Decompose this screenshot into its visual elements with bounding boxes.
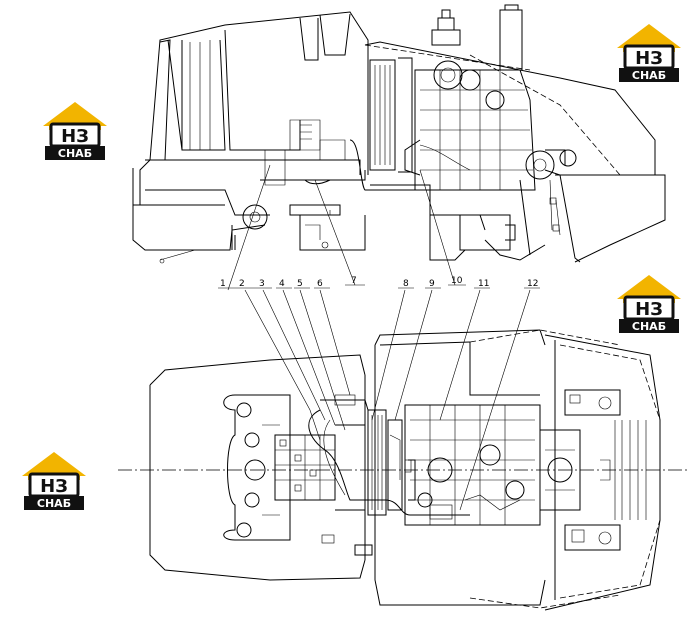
callout-labels: 1 2 3 4 5 6 7 8 9 10 11 12 [220, 276, 538, 289]
top-view [118, 329, 690, 611]
engine-top [404, 404, 581, 526]
callout-8: 8 [403, 279, 409, 289]
callout-9: 9 [429, 279, 435, 289]
callout-6: 6 [317, 279, 323, 289]
mid-frame-top [335, 329, 546, 606]
callout-leaders [218, 164, 540, 511]
callout-10: 10 [451, 276, 463, 286]
logo-word: СНАБ [632, 69, 666, 82]
callout-12: 12 [527, 279, 538, 289]
logo-word: СНАБ [632, 320, 666, 333]
callout-7: 7 [351, 276, 357, 286]
wiring-harness-side [260, 119, 471, 249]
callout-11: 11 [478, 279, 489, 289]
cab-outline [139, 11, 369, 205]
exhaust-stack [499, 4, 523, 71]
logo-letters: НЗ [61, 126, 89, 147]
watermark-logo-mid-right: НЗ СНАБ [615, 273, 683, 335]
callout-5: 5 [297, 279, 303, 289]
watermark-logo-left-bottom: НЗ СНАБ [20, 450, 88, 512]
front-frame-top [149, 354, 366, 581]
frame-outline [132, 41, 666, 264]
callout-4: 4 [279, 279, 285, 289]
rear-body-top [469, 329, 661, 611]
callout-1: 1 [220, 279, 226, 289]
logo-letters: НЗ [635, 299, 663, 320]
radiator-top [367, 409, 403, 516]
engine-side [404, 60, 577, 236]
logo-word: СНАБ [58, 147, 92, 160]
side-view [132, 4, 666, 264]
logo-letters: НЗ [40, 476, 68, 497]
watermark-logo-left-top: НЗ СНАБ [41, 100, 109, 162]
fuel-tank-side [459, 214, 516, 251]
control-valve-block [274, 434, 336, 501]
callout-2: 2 [239, 279, 245, 289]
wiring-harness-top [308, 394, 521, 520]
radiator-side [369, 57, 413, 173]
watermark-logo-top-right: НЗ СНАБ [615, 22, 683, 84]
logo-word: СНАБ [37, 497, 71, 510]
air-intake-stack [431, 9, 461, 46]
logo-letters: НЗ [635, 48, 663, 69]
callout-3: 3 [259, 279, 265, 289]
